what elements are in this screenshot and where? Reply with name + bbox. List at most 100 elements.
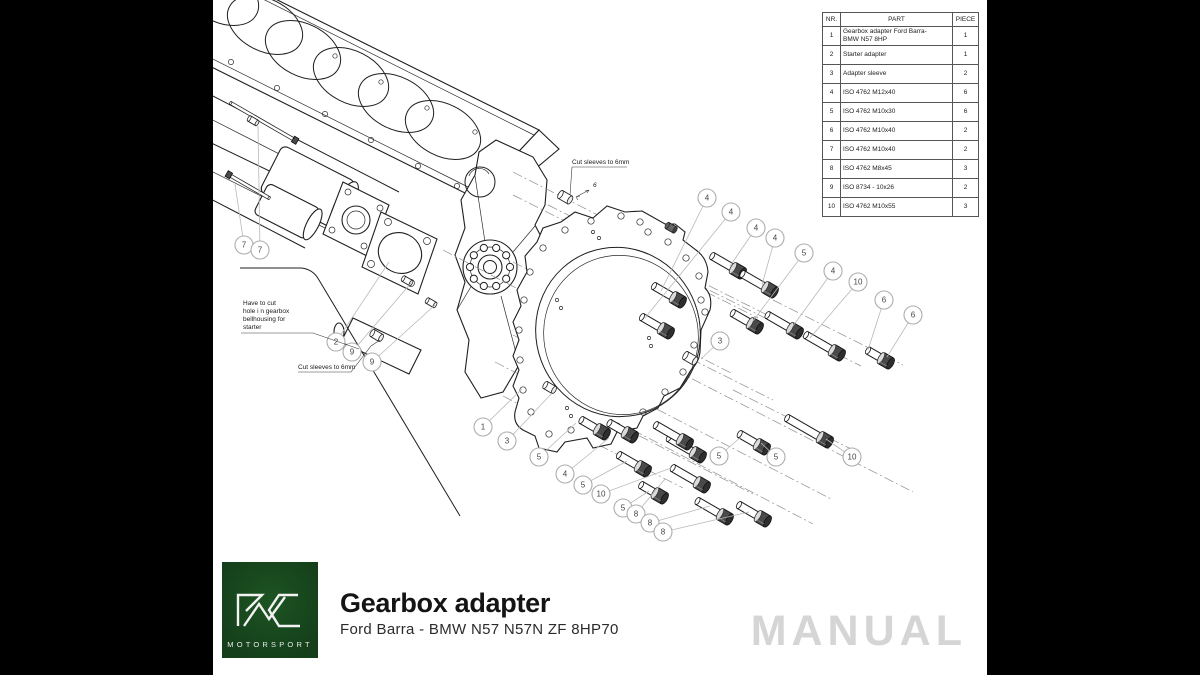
bolt xyxy=(803,331,846,362)
parts-table-cell-nr: 4 xyxy=(822,83,841,103)
adapter-sleeves xyxy=(246,115,699,395)
col-header-nr: NR. xyxy=(822,12,841,27)
callout-balloon-5: 5 xyxy=(573,475,593,495)
balloon-number: 4 xyxy=(705,194,710,203)
balloon-number: 8 xyxy=(648,519,653,528)
parts-table-cell-part: ISO 4762 M10x30 xyxy=(840,102,953,122)
parts-table-cell-piece: 1 xyxy=(952,26,979,46)
callout-balloon-7: 7 xyxy=(250,240,270,260)
parts-table-cell-part: ISO 8734 - 10x26 xyxy=(840,178,953,198)
callout-balloon-10: 10 xyxy=(848,272,868,292)
balloon-number: 4 xyxy=(773,234,778,243)
bolt xyxy=(669,464,711,494)
callout-balloon-3: 3 xyxy=(710,331,730,351)
parts-table-cell-piece: 1 xyxy=(952,45,979,65)
callout-balloon-8: 8 xyxy=(653,522,673,542)
gearbox-adapter-plate xyxy=(512,205,712,453)
parts-table-cell-piece: 2 xyxy=(952,64,979,84)
balloon-number: 5 xyxy=(581,481,586,490)
callout-balloon-5: 5 xyxy=(766,447,786,467)
parts-table-cell-nr: 6 xyxy=(822,121,841,141)
callout-balloon-10: 10 xyxy=(591,484,611,504)
bolt xyxy=(709,252,747,280)
balloon-number: 5 xyxy=(717,452,722,461)
balloon-number: 9 xyxy=(350,348,355,357)
balloon-number: 8 xyxy=(634,510,639,519)
annotations: Cut sleeves to 6mm 6 Cut sleeves to 6mm … xyxy=(241,159,629,373)
callout-balloon-8: 8 xyxy=(640,513,660,533)
document-title: Gearbox adapter xyxy=(340,588,551,618)
parts-table-cell-nr: 8 xyxy=(822,159,841,179)
balloon-number: 7 xyxy=(242,241,247,250)
parts-table-cell-nr: 7 xyxy=(822,140,841,160)
balloon-number: 5 xyxy=(537,453,542,462)
balloon-number: 8 xyxy=(661,528,666,537)
crank-flange xyxy=(462,239,518,295)
parts-table-cell-piece: 2 xyxy=(952,121,979,141)
sleeve xyxy=(369,328,384,343)
callout-balloon-4: 4 xyxy=(746,218,766,238)
bolt xyxy=(650,282,687,309)
starter-adapter xyxy=(361,211,438,295)
balloon-number: 6 xyxy=(911,311,916,320)
balloon-number: 5 xyxy=(802,249,807,258)
parts-table-cell-part: Starter adapter xyxy=(840,45,953,65)
callout-balloon-4: 4 xyxy=(823,261,843,281)
bolt xyxy=(638,481,669,505)
sleeve xyxy=(424,297,438,309)
parts-table-cell-part: ISO 4762 M10x40 xyxy=(840,140,953,160)
balloon-number: 10 xyxy=(597,490,606,499)
bolt xyxy=(652,421,694,451)
bolt xyxy=(736,430,771,456)
callout-balloon-6: 6 xyxy=(903,305,923,325)
parts-table-cell-part: Adapter sleeve xyxy=(840,64,953,84)
callout-balloon-8: 8 xyxy=(626,504,646,524)
callout-balloon-1: 1 xyxy=(473,417,493,437)
balloon-number: 1 xyxy=(481,423,486,432)
bolts xyxy=(224,101,895,528)
callout-balloon-4: 4 xyxy=(555,464,575,484)
parts-table-header: NR. PART PIECE xyxy=(822,12,979,27)
parts-table-cell-part: ISO 4762 M10x40 xyxy=(840,121,953,141)
parts-table-cell-nr: 9 xyxy=(822,178,841,198)
bolt xyxy=(739,270,779,299)
balloon-number: 4 xyxy=(563,470,568,479)
starter-assembly xyxy=(254,146,438,375)
parts-table-cell-nr: 5 xyxy=(822,102,841,122)
callout-balloon-6: 6 xyxy=(874,290,894,310)
balloon-number: 7 xyxy=(258,246,263,255)
callout-balloon-5: 5 xyxy=(529,447,549,467)
parts-table-cell-piece: 2 xyxy=(952,178,979,198)
parts-table-cell-piece: 6 xyxy=(952,83,979,103)
balloon-number: 5 xyxy=(774,453,779,462)
parts-table-cell-piece: 2 xyxy=(952,140,979,160)
callout-balloon-3: 3 xyxy=(497,431,517,451)
callout-balloon-4: 4 xyxy=(697,188,717,208)
bolt xyxy=(784,414,834,449)
callout-balloon-4: 4 xyxy=(721,202,741,222)
parts-table-cell-nr: 2 xyxy=(822,45,841,65)
manual-watermark: MANUAL xyxy=(750,607,967,655)
callout-balloon-10: 10 xyxy=(842,447,862,467)
cut-sleeves-bottom-note: Cut sleeves to 6mm xyxy=(298,364,355,371)
balloon-number: 3 xyxy=(718,337,723,346)
title-block: Gearbox adapter Ford Barra - BMW N57 N57… xyxy=(340,588,619,638)
sleeve xyxy=(246,115,260,127)
bolt xyxy=(578,416,611,441)
logo-motorsport-label: MOTORSPORT xyxy=(227,640,313,649)
cut-sleeves-top-note: Cut sleeves to 6mm xyxy=(572,159,629,166)
bolt xyxy=(735,501,772,528)
bolt xyxy=(638,313,675,340)
pmc-motorsport-logo: MOTORSPORT xyxy=(222,562,318,658)
balloon-number: 10 xyxy=(848,453,857,462)
bolt xyxy=(606,419,639,444)
bolt xyxy=(224,170,271,200)
balloon-number: 5 xyxy=(621,504,626,513)
